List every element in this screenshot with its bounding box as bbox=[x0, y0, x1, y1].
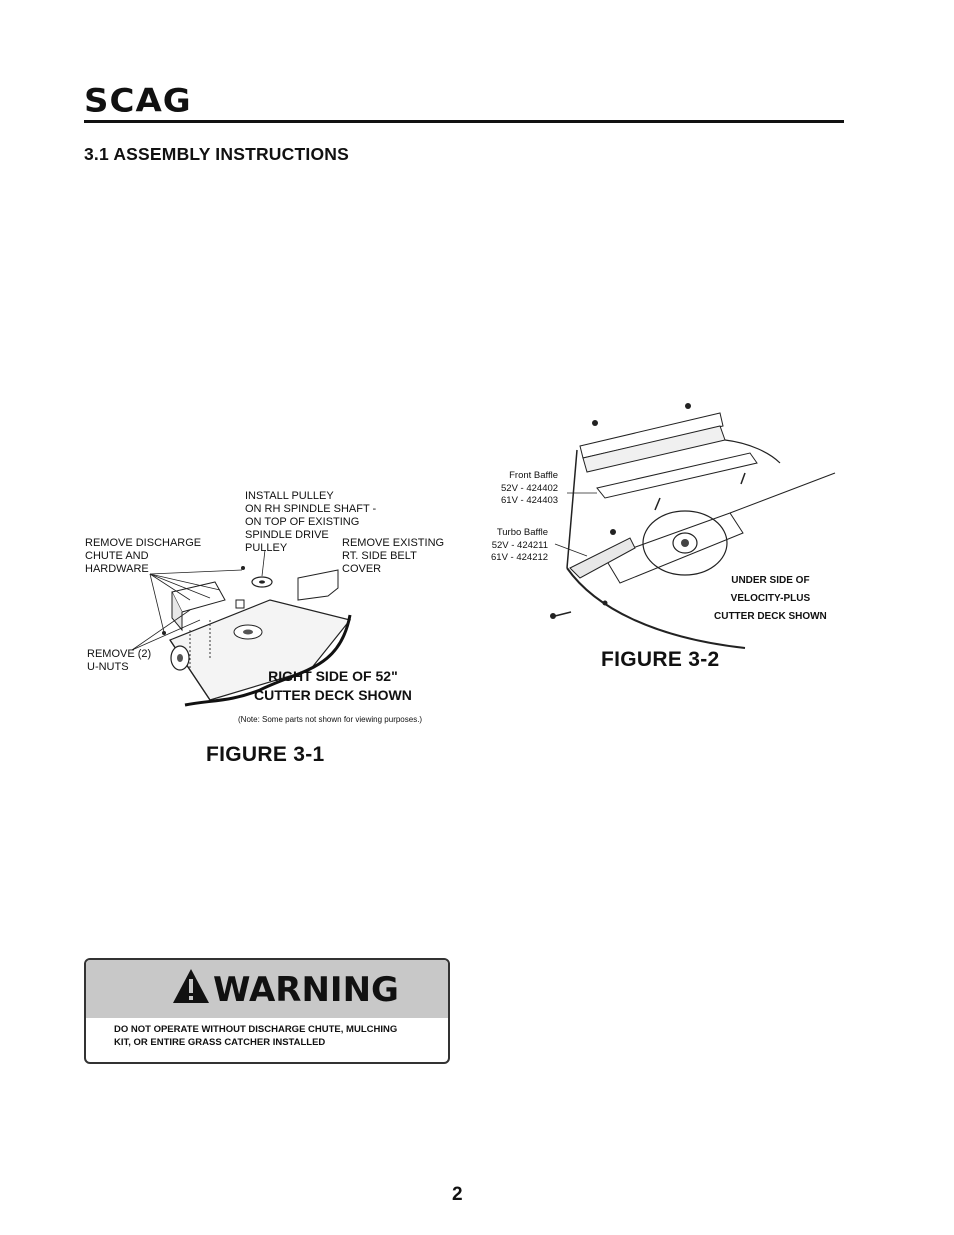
figure-3-1-caption: FIGURE 3-1 bbox=[206, 743, 325, 766]
warning-box: WARNING DO NOT OPERATE WITHOUT DISCHARGE… bbox=[84, 958, 450, 1064]
label-remove-discharge: REMOVE DISCHARGE CHUTE AND HARDWARE bbox=[85, 537, 202, 575]
scag-logo: SCAG bbox=[84, 82, 192, 120]
figure-3-1-note: (Note: Some parts not shown for viewing … bbox=[238, 715, 423, 724]
figure-3-2-caption: FIGURE 3-2 bbox=[601, 648, 720, 671]
label-remove-cover: REMOVE EXISTING RT. SIDE BELT COVER bbox=[342, 537, 445, 575]
warning-triangle-icon bbox=[173, 969, 209, 1003]
label-turbo-baffle: Turbo Baffle 52V - 424211 61V - 424212 bbox=[491, 527, 549, 563]
warning-title: WARNING bbox=[213, 970, 399, 1010]
label-remove-unuts: REMOVE (2) U-NUTS bbox=[87, 648, 152, 673]
figure-3-1-deck-caption: RIGHT SIDE OF 52" CUTTER DECK SHOWN bbox=[254, 668, 412, 703]
warning-text: DO NOT OPERATE WITHOUT DISCHARGE CHUTE, … bbox=[114, 1024, 398, 1048]
warning-header bbox=[86, 960, 448, 1018]
header-rule bbox=[84, 120, 844, 123]
label-underside: UNDER SIDE OF VELOCITY-PLUS CUTTER DECK … bbox=[714, 575, 827, 622]
figure-3-1-leader-lines bbox=[131, 549, 266, 651]
figure-3-1-illustration bbox=[162, 566, 352, 701]
section-title: 3.1 ASSEMBLY INSTRUCTIONS bbox=[84, 144, 349, 164]
figure-3-2-illustration bbox=[550, 403, 836, 649]
figure-3-1-cutaway-line bbox=[184, 614, 352, 707]
page-number: 2 bbox=[452, 1184, 463, 1205]
label-front-baffle: Front Baffle 52V - 424402 61V - 424403 bbox=[501, 470, 559, 506]
label-install-pulley: INSTALL PULLEY ON RH SPINDLE SHAFT - ON … bbox=[245, 490, 377, 554]
